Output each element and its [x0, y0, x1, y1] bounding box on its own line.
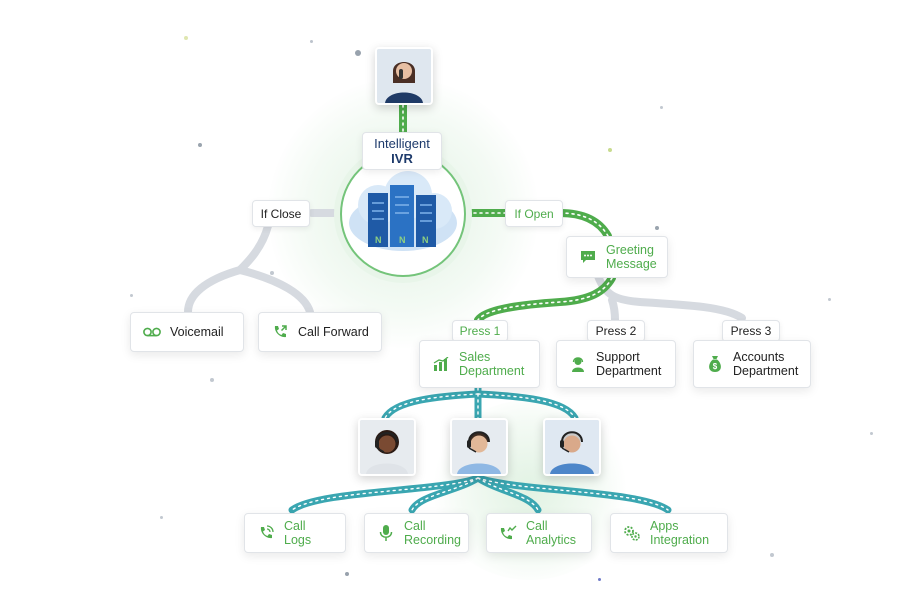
- if-close-tag: If Close: [252, 200, 310, 227]
- voicemail-connector: [184, 266, 244, 316]
- svg-text:N: N: [399, 235, 406, 245]
- ivr-subtitle: IVR: [391, 151, 413, 166]
- decor-dot: [184, 36, 188, 40]
- chat-bubble-icon: [579, 248, 597, 266]
- decor-dot: [770, 553, 774, 557]
- if-open-tag: If Open: [505, 200, 563, 227]
- decor-dot: [310, 40, 313, 43]
- decor-dot: [655, 226, 659, 230]
- voicemail-label: Voicemail: [170, 324, 224, 339]
- agent-avatar-center: [450, 418, 508, 476]
- decor-dot: [828, 298, 831, 301]
- decor-dot: [130, 294, 133, 297]
- apps-integration-icon: [623, 524, 641, 542]
- call-analytics-icon: [499, 524, 517, 542]
- agent-avatar-left: [358, 418, 416, 476]
- voicemail-node: Voicemail: [130, 312, 244, 352]
- close-trunk-connector: [236, 222, 272, 274]
- intelligent-ivr-label: Intelligent IVR: [362, 132, 442, 170]
- money-bag-icon: $: [706, 355, 724, 373]
- support-agent-icon: [569, 355, 587, 373]
- agent-avatar-right: [543, 418, 601, 476]
- decor-dot: [160, 516, 163, 519]
- decor-dot: [870, 432, 873, 435]
- press-1-tag: Press 1: [452, 320, 508, 342]
- sales-connector: [474, 274, 616, 324]
- call-forward-label: Call Forward: [298, 324, 369, 339]
- ivr-server-hub: N N N: [340, 151, 466, 277]
- accounts-connector: [594, 272, 746, 322]
- call-logs-icon: [257, 524, 275, 542]
- call-logs-node: Call Logs: [244, 513, 346, 553]
- caller-avatar: [375, 47, 433, 105]
- support-connector: [608, 296, 619, 324]
- decor-dot: [355, 50, 361, 56]
- decor-dot: [608, 148, 612, 152]
- decor-dot: [270, 271, 274, 275]
- press-3-tag: Press 3: [722, 320, 780, 342]
- decor-dot: [660, 106, 663, 109]
- call-forward-icon: [271, 323, 289, 341]
- decor-dot: [598, 578, 601, 581]
- microphone-icon: [377, 524, 395, 542]
- press-2-tag: Press 2: [587, 320, 645, 342]
- svg-text:N: N: [375, 235, 382, 245]
- server-cloud-icon: N N N: [349, 171, 457, 251]
- decor-dot: [210, 378, 214, 382]
- decor-dot: [198, 143, 202, 147]
- svg-text:$: $: [713, 362, 718, 371]
- call-logs-connector: [288, 474, 482, 514]
- decor-dot: [345, 572, 349, 576]
- bar-chart-icon: [432, 355, 450, 373]
- call-logs-label: Call Logs: [284, 518, 312, 547]
- call-forward-connector: [236, 266, 314, 316]
- svg-text:N: N: [422, 235, 429, 245]
- ivr-title: Intelligent: [374, 136, 430, 151]
- voicemail-icon: [143, 323, 161, 341]
- call-forward-node: Call Forward: [258, 312, 382, 352]
